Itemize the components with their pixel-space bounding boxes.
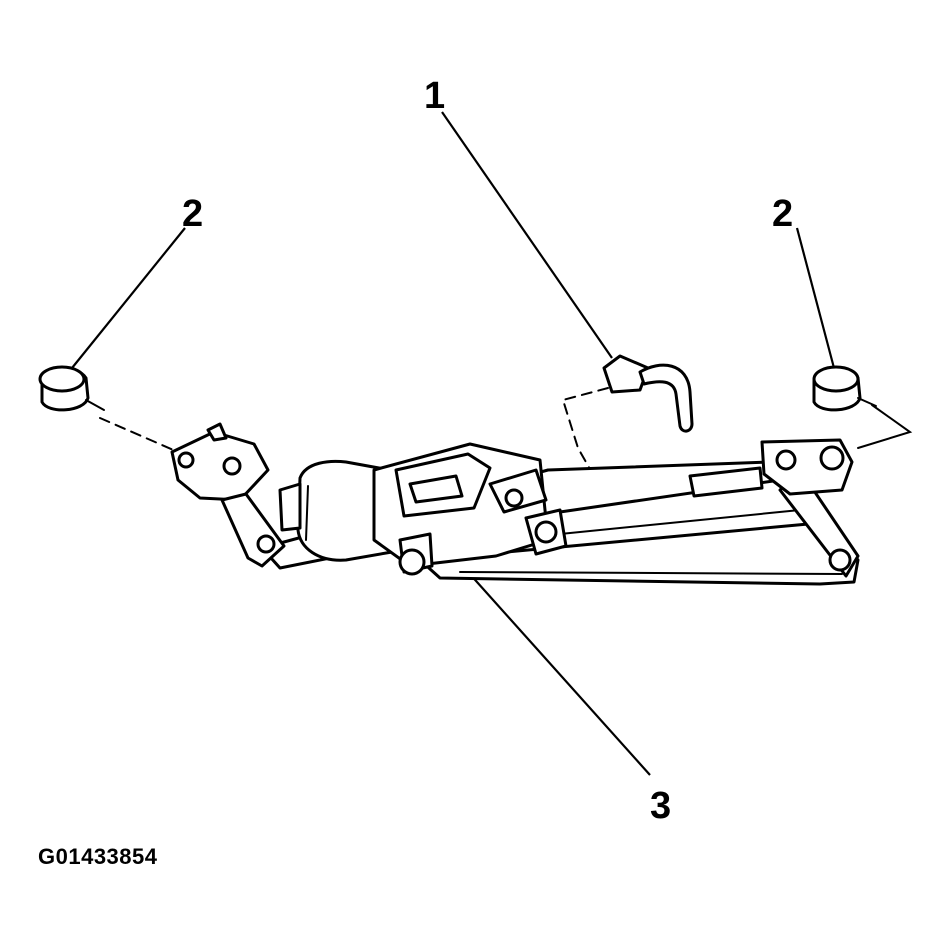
wiper-transmission [170, 422, 860, 586]
callout-2-right: 2 [772, 193, 793, 235]
callout-1: 1 [424, 75, 445, 117]
hose-connector [602, 354, 694, 433]
leader-line-2-right [795, 227, 836, 369]
dashed-alignment-left [99, 417, 179, 453]
figure-id-label: G01433854 [38, 844, 158, 869]
nut-left [38, 365, 105, 412]
callout-3: 3 [650, 785, 671, 827]
callout-2-left: 2 [182, 193, 203, 235]
leader-line-3 [467, 571, 651, 776]
dashed-alignment-right [857, 404, 913, 449]
leader-line-2-left [71, 227, 186, 369]
leader-line-1 [441, 111, 613, 359]
dashed-alignment-center [561, 387, 609, 479]
nut-right [812, 365, 877, 412]
